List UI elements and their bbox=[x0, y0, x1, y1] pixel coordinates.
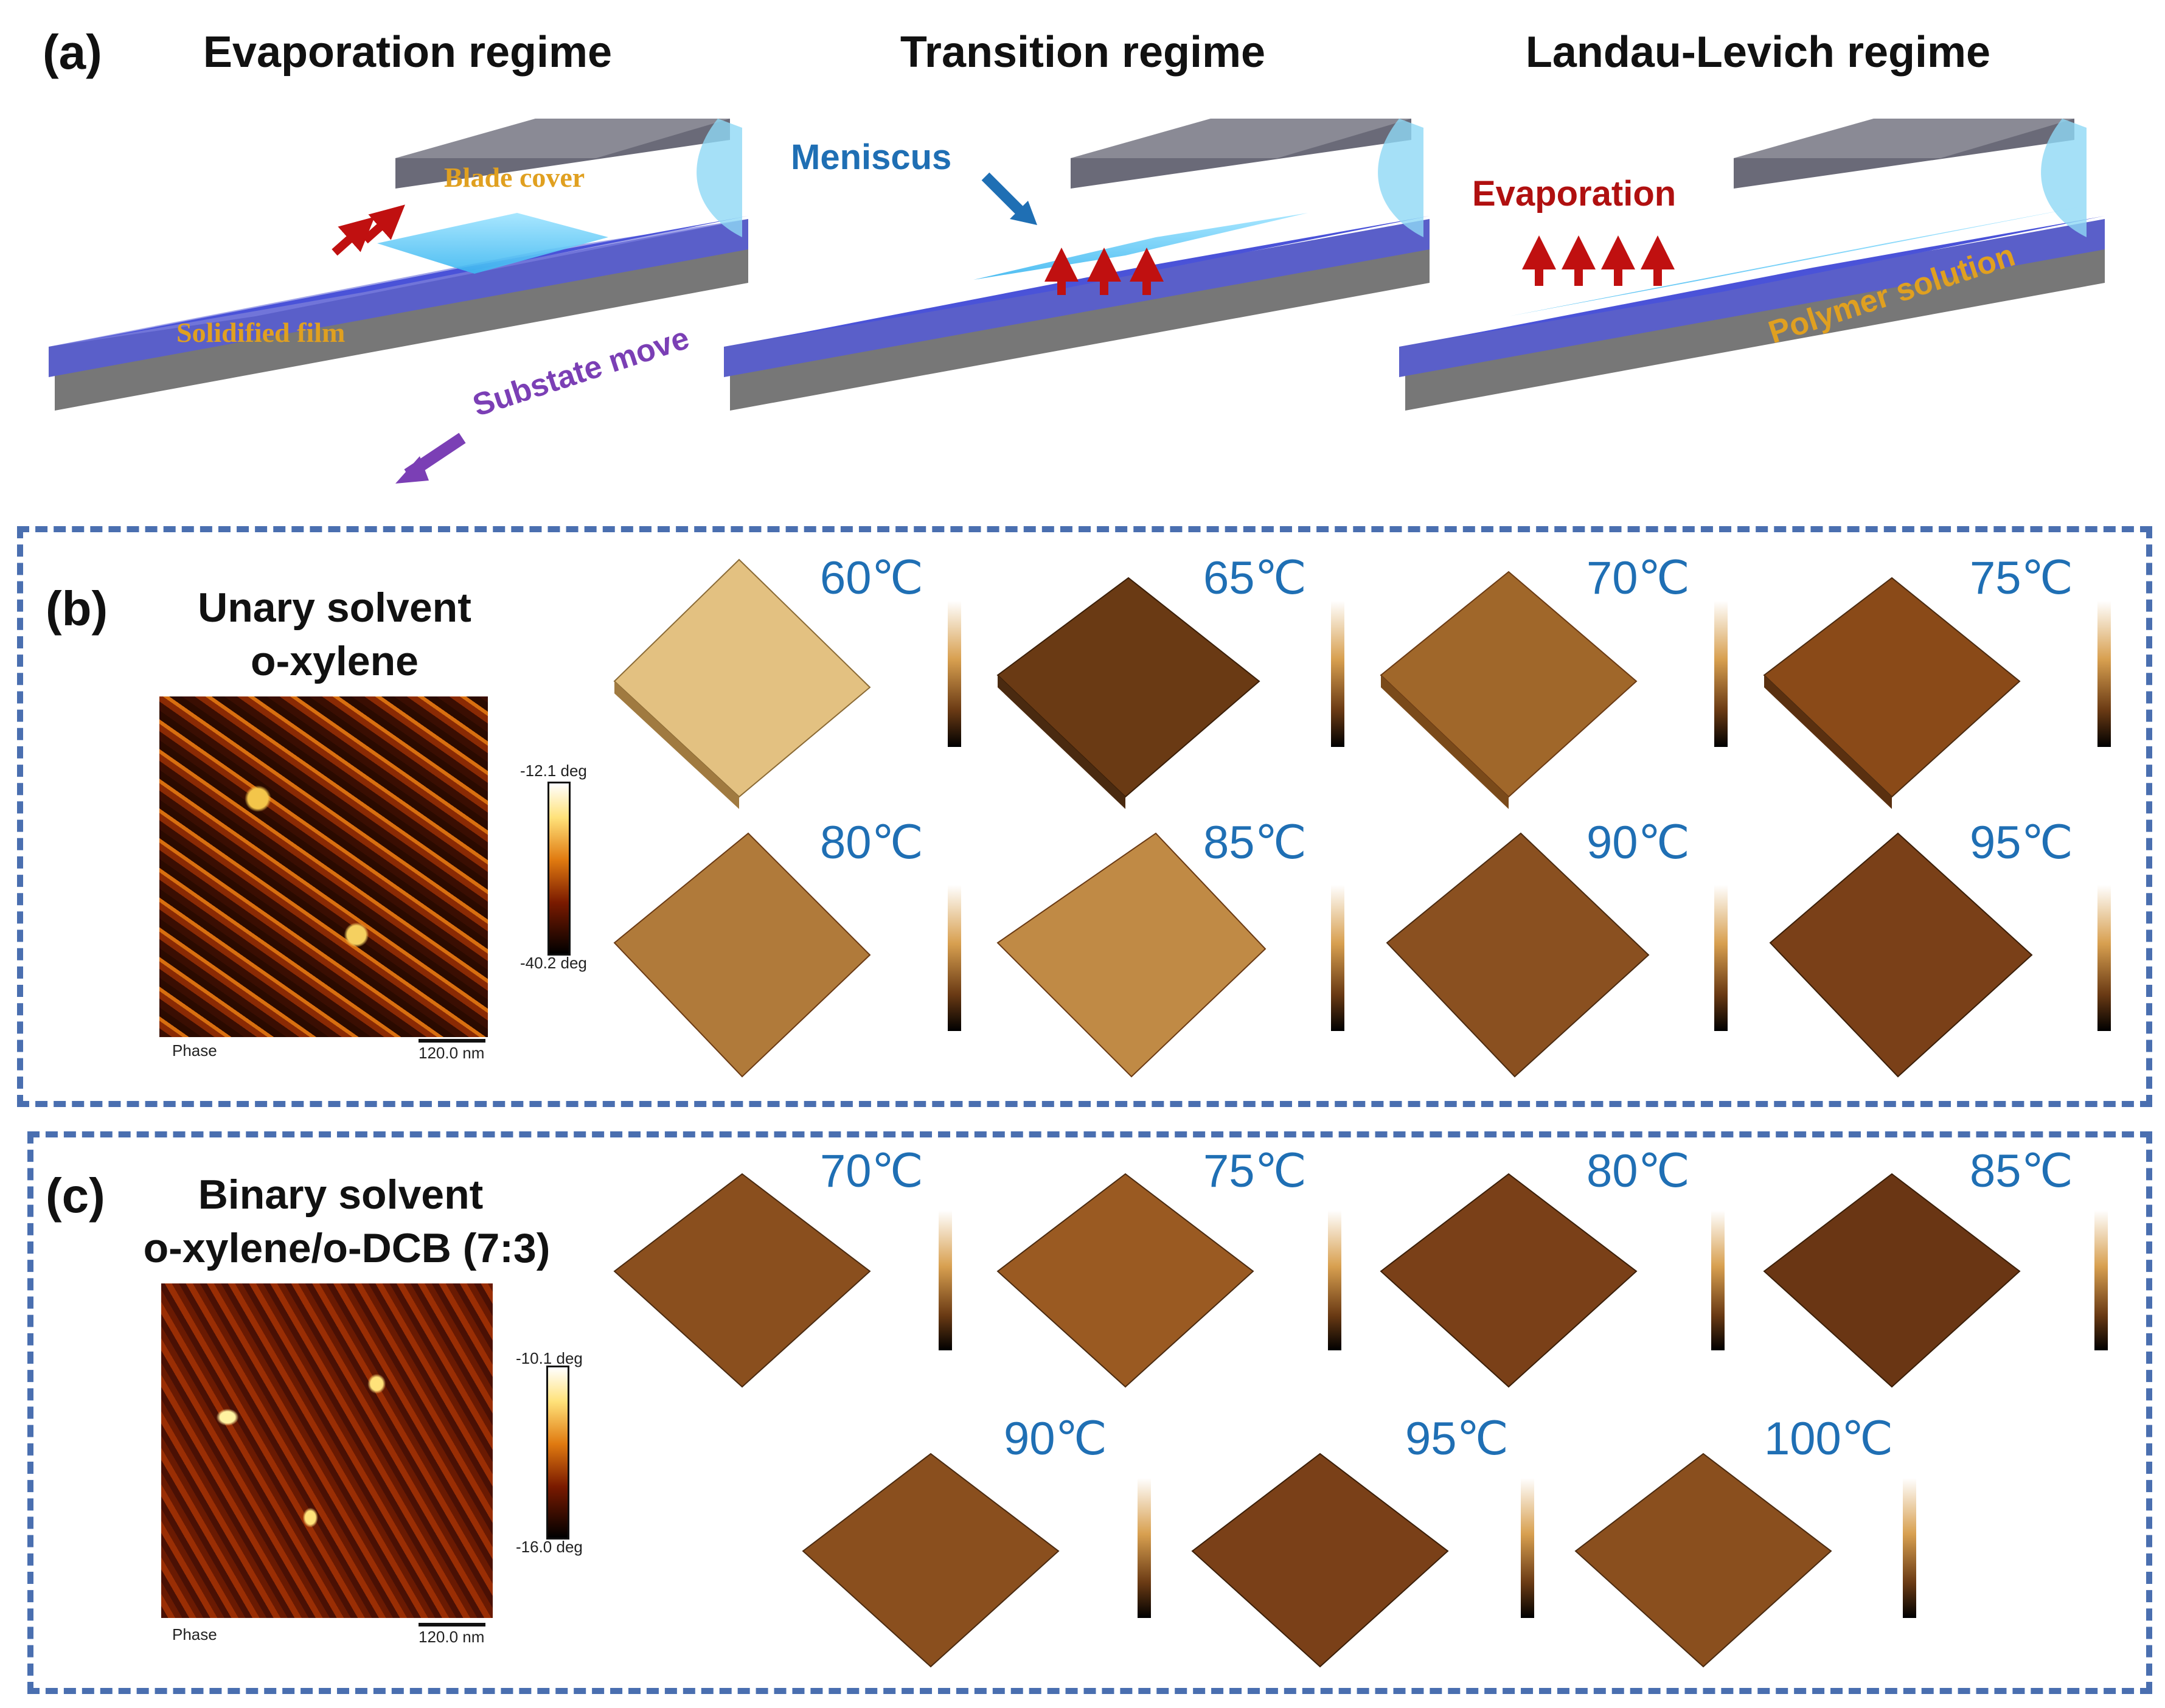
panel-b-title-line1: Unary solvent bbox=[198, 585, 471, 631]
afm-plot-b-70 bbox=[1380, 571, 1638, 809]
regime-title-landau-levich: Landau-Levich regime bbox=[1525, 28, 1991, 77]
panel-b-frame bbox=[17, 526, 2152, 1107]
height-colorbar bbox=[1903, 1478, 1916, 1618]
temp-label-c-85: 85℃ bbox=[1970, 1145, 2073, 1197]
afm-plot-b-90 bbox=[1386, 832, 1650, 1078]
solidified-film bbox=[85, 216, 748, 341]
temp-label-b-60: 60℃ bbox=[820, 552, 923, 604]
temp-label-c-80: 80℃ bbox=[1586, 1145, 1690, 1197]
afm-row-c2 bbox=[802, 1453, 1832, 1668]
label-blade-cover: Blade cover bbox=[444, 162, 585, 193]
afm-plot-b-75 bbox=[1763, 577, 2021, 809]
scale-label-b: 120.0 nm bbox=[419, 1044, 485, 1062]
height-colorbar bbox=[939, 1210, 952, 1350]
scene-landau-levich bbox=[1399, 119, 2105, 411]
regime-title-transition: Transition regime bbox=[900, 28, 1266, 77]
temp-label-b-85: 85℃ bbox=[1203, 817, 1307, 869]
scale-bar-c bbox=[419, 1623, 485, 1626]
temp-label-c-70: 70℃ bbox=[820, 1145, 923, 1197]
height-colorbar bbox=[1714, 601, 1728, 747]
height-colorbar bbox=[2097, 601, 2111, 747]
regime-title-evaporation: Evaporation regime bbox=[203, 28, 613, 77]
height-colorbar bbox=[1138, 1478, 1151, 1618]
afm-row-c1 bbox=[613, 1173, 2021, 1388]
afm-plot-b-80 bbox=[613, 832, 871, 1078]
substrate-base bbox=[55, 243, 748, 411]
height-colorbar bbox=[1331, 601, 1344, 747]
height-colorbar bbox=[2094, 1210, 2108, 1350]
afm-plot-c-85 bbox=[1763, 1173, 2021, 1388]
evaporation-arrow bbox=[362, 204, 405, 244]
scale-bar-b bbox=[419, 1039, 485, 1043]
height-colorbar bbox=[1714, 885, 1728, 1031]
afm-plot-c-70 bbox=[613, 1173, 871, 1388]
height-colorbar bbox=[948, 885, 961, 1031]
temp-label-c-95: 95℃ bbox=[1405, 1413, 1509, 1465]
afm-plot-b-85 bbox=[996, 832, 1267, 1078]
evaporation-arrow bbox=[332, 217, 375, 256]
height-colorbar bbox=[1331, 885, 1344, 1031]
blade-cover bbox=[395, 119, 730, 158]
meniscus-arrow bbox=[981, 172, 1026, 217]
temp-label-c-100: 100℃ bbox=[1764, 1413, 1894, 1465]
scale-label-c: 120.0 nm bbox=[419, 1628, 485, 1646]
polymer-solution bbox=[1509, 207, 2080, 316]
temp-label-b-70: 70℃ bbox=[1586, 552, 1690, 604]
label-evaporation: Evaporation bbox=[1472, 174, 1677, 214]
temp-label-b-75: 75℃ bbox=[1970, 552, 2073, 604]
panel-c-letter: (c) bbox=[46, 1168, 105, 1223]
afm-plot-c-90 bbox=[802, 1453, 1060, 1668]
afm-plot-b-65 bbox=[996, 577, 1260, 809]
temp-label-b-90: 90℃ bbox=[1586, 817, 1690, 869]
panel-b-letter: (b) bbox=[46, 581, 108, 636]
panel-c-title-line2: o-xylene/o-DCB (7:3) bbox=[143, 1225, 551, 1271]
label-solidified-film: Solidified film bbox=[176, 317, 346, 348]
phase-image-b bbox=[159, 696, 488, 1037]
afm-plot-c-95 bbox=[1191, 1453, 1449, 1668]
height-colorbar bbox=[948, 601, 961, 747]
phase-image-c bbox=[161, 1283, 493, 1618]
height-colorbar bbox=[1711, 1210, 1725, 1350]
temp-label-b-65: 65℃ bbox=[1203, 552, 1307, 604]
panel-c-frame bbox=[27, 1131, 2152, 1694]
afm-row-b1 bbox=[613, 558, 2021, 809]
phase-colorbar-b bbox=[547, 782, 571, 956]
temp-label-c-75: 75℃ bbox=[1203, 1145, 1307, 1197]
afm-plot-b-95 bbox=[1769, 832, 2033, 1078]
panel-a-letter: (a) bbox=[43, 25, 102, 79]
liquid-meniscus bbox=[377, 213, 608, 274]
afm-plot-c-80 bbox=[1380, 1173, 1638, 1388]
panel-c-title-line1: Binary solvent bbox=[198, 1172, 484, 1218]
afm-row-b2 bbox=[613, 832, 2033, 1078]
temp-label-b-95: 95℃ bbox=[1970, 817, 2073, 869]
scene-transition bbox=[724, 119, 1430, 411]
substrate-lower bbox=[49, 219, 748, 377]
colorbar-max-b: -12.1 deg bbox=[520, 762, 587, 780]
temp-label-b-80: 80℃ bbox=[820, 817, 923, 869]
phase-label-c: Phase bbox=[172, 1625, 217, 1644]
colorbar-max-c: -10.1 deg bbox=[516, 1349, 583, 1367]
scene-evaporation bbox=[49, 119, 748, 484]
blade-coating-illustrations bbox=[49, 119, 2105, 484]
phase-label-b: Phase bbox=[172, 1041, 217, 1060]
height-colorbar bbox=[2097, 885, 2111, 1031]
afm-plot-c-75 bbox=[996, 1173, 1254, 1388]
colorbar-min-b: -40.2 deg bbox=[520, 954, 587, 972]
height-colorbar bbox=[1521, 1478, 1534, 1618]
panel-b-title-line2: o-xylene bbox=[251, 638, 419, 684]
blade-cover bbox=[1071, 119, 1411, 158]
height-colorbar bbox=[1328, 1210, 1341, 1350]
label-meniscus: Meniscus bbox=[791, 137, 952, 177]
afm-plot-c-100 bbox=[1574, 1453, 1832, 1668]
blade-cover bbox=[1734, 119, 2074, 158]
colorbar-min-c: -16.0 deg bbox=[516, 1538, 583, 1556]
afm-plot-b-60 bbox=[613, 558, 871, 809]
temp-label-c-90: 90℃ bbox=[1004, 1413, 1107, 1465]
phase-colorbar-c bbox=[546, 1366, 569, 1540]
